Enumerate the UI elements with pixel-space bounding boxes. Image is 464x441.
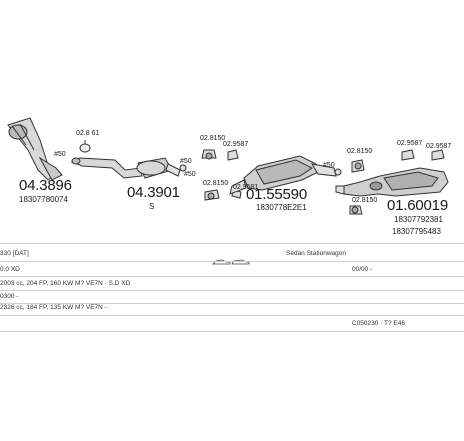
clamp-group-1 [179, 164, 187, 172]
table-divider-bottom [0, 331, 464, 332]
part4-hanger-3: 02.8150 [352, 197, 378, 204]
part1-clamp: #50 [54, 151, 66, 158]
table-divider [0, 290, 464, 291]
date-cell: 0300 - [0, 293, 19, 300]
part1-code: 04.3896 [19, 177, 72, 194]
part3-hanger-3: 02.8150 [203, 180, 229, 187]
table-row: 2326 cc, 184 FP, 135 KW M? VE7N - [0, 300, 464, 314]
model-cell: 330 [DAT] [0, 250, 29, 257]
part3-clamp-left: #50 [184, 171, 196, 178]
hanger-set-2 [349, 149, 445, 215]
part3-clamp-right: #50 [323, 162, 335, 169]
table-divider [0, 261, 464, 262]
part1-tag: 02.8 61 [76, 130, 100, 137]
engine-cell: 0.0 XD [0, 266, 20, 273]
table-row: C050230 · T? E46 [0, 316, 464, 330]
table-row: 2003 cc, 204 FP, 160 KW M? VE7N · S.D XD [0, 276, 464, 290]
clamp-group-2 [334, 168, 342, 176]
date-cell: 00/00 - [352, 266, 373, 273]
part4-oe-2: 18307795483 [392, 227, 441, 236]
table-row: 330 [DAT] Sedan Stationwagon [0, 246, 464, 260]
table-row: 0.0 XD 00/00 - [0, 262, 464, 276]
part4-hanger-1: 02.8150 [347, 148, 373, 155]
body-type-cell: Sedan Stationwagon [286, 250, 346, 257]
front-pipe [70, 157, 143, 179]
catalog-code-cell: C050230 · T? E46 [352, 320, 405, 327]
middle-silencer-2 [229, 155, 337, 195]
part3-hanger-1: 02.8150 [200, 135, 226, 142]
part4-oe-1: 18307792381 [394, 215, 443, 224]
part4-hanger-4: 02.9587 [426, 143, 452, 150]
spec-cell: 2326 cc, 184 FP, 135 KW M? VE7N - [0, 304, 107, 311]
spec-cell: 2003 cc, 204 FP, 160 KW M? VE7N · S.D XD [0, 280, 131, 287]
table-divider [0, 315, 464, 316]
hanger-set-1 [201, 149, 242, 201]
part2-code: 04.3901 [127, 184, 180, 201]
part1-oe: 18307780074 [19, 195, 68, 204]
part3-oe: 1830778E2E1 [256, 203, 307, 212]
part3-hanger-2: 02.9587 [223, 141, 249, 148]
rear-silencer [335, 167, 449, 197]
part3-hanger-4: 02.9581 [233, 184, 259, 191]
table-divider [0, 303, 464, 304]
part4-code: 01.60019 [387, 197, 448, 214]
part3-code: 01.55590 [246, 186, 307, 203]
catalytic-converter [7, 117, 63, 181]
part4-hanger-2: 02.9587 [397, 140, 423, 147]
table-divider [0, 276, 464, 277]
part2-clamp: #50 [180, 158, 192, 165]
gasket-p1 [79, 140, 91, 153]
table-divider-top [0, 243, 464, 244]
middle-silencer-1 [136, 157, 181, 179]
part2-sub: S [149, 202, 155, 211]
table-row: 0300 - [0, 289, 464, 303]
